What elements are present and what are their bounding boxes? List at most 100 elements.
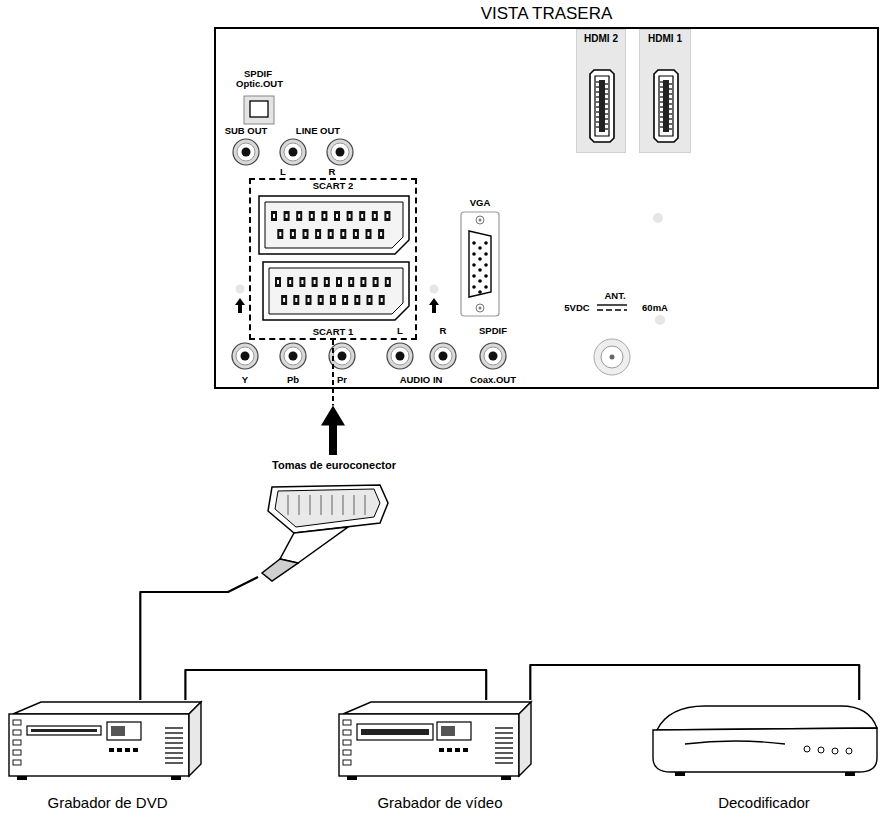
- scart-sockets-art-part: [330, 295, 336, 305]
- video-recorder-art-part: [361, 729, 429, 735]
- scart-sockets-art-part: [317, 232, 319, 236]
- scart-sockets-art-part: [312, 277, 318, 287]
- node-text: HDMI 1: [648, 33, 682, 45]
- scart-sockets-art-part: [296, 211, 302, 221]
- hdmi-port-art-part: [605, 98, 608, 99]
- scart-sockets-art-part: [381, 298, 383, 302]
- scart-sockets-art-part: [308, 298, 310, 302]
- scart-sockets-art-part: [362, 280, 364, 284]
- video-recorder-art-part: [519, 702, 531, 776]
- scart-sockets-art-part: [321, 211, 327, 221]
- hdmi-port-art-part: [599, 80, 605, 132]
- scart-sockets-art-part: [350, 280, 352, 284]
- dc-symbol-part: [597, 309, 627, 310]
- rca-jacks: [232, 139, 506, 369]
- hdmi-port-art-part: [590, 70, 614, 142]
- hdmi-port-art-part: [596, 96, 599, 97]
- hdmi-port-art-part: [669, 113, 672, 114]
- node-text: SCART 2: [313, 180, 354, 191]
- scart-sockets-art-part: [315, 229, 321, 239]
- video-recorder-art-part: [447, 748, 452, 752]
- video-recorder-art-part: [343, 720, 351, 725]
- hdmi-port-art-part: [669, 108, 672, 109]
- video-recorder-art-part: [495, 742, 513, 743]
- scart-sockets-art-part: [386, 214, 388, 218]
- vga-port-art-part: [472, 252, 476, 256]
- video-recorder-art-part: [437, 722, 471, 740]
- decoder-box-art-part: [657, 706, 877, 730]
- scart-plug-art-part: [309, 495, 310, 515]
- scart-sockets-art-part: [277, 280, 279, 284]
- scart-sockets-art-part: [332, 298, 334, 302]
- scart-sockets-art-part: [355, 232, 357, 236]
- scart-sockets-art-part: [375, 280, 377, 284]
- scart-plug-art-part: [298, 495, 299, 515]
- hdmi-port-art-part: [669, 128, 672, 129]
- port-label: LINE OUT: [296, 126, 340, 136]
- video-recorder-art-part: [343, 702, 531, 714]
- dvd-recorder-art-part: [165, 762, 183, 763]
- hdmi-port-art-part: [660, 111, 663, 112]
- decoder-box-art-part: [675, 772, 685, 776]
- scart-sockets-art-part: [366, 229, 372, 239]
- scart-sockets-art-part: [354, 295, 360, 305]
- video-recorder-art-part: [463, 748, 468, 752]
- port-label: L: [397, 326, 403, 336]
- cable-connector: [530, 665, 859, 700]
- video-recorder-art-part: [455, 748, 460, 752]
- video-recorder: Grabador de vídeo: [335, 700, 545, 812]
- scart-sockets-art-part: [273, 214, 275, 218]
- scart-sockets-art-part: [265, 202, 403, 248]
- scart-sockets-art-part: [347, 211, 353, 221]
- decoder-box-art-part: [846, 748, 852, 754]
- video-recorder-art-part: [495, 747, 513, 748]
- scart-sockets-art-part: [369, 298, 371, 302]
- scart-sockets-art-part: [301, 280, 303, 284]
- vga-port-art-part: [478, 268, 482, 272]
- dvd-recorder-art-part: [117, 748, 122, 752]
- antenna-socket-part: [610, 355, 615, 360]
- hdmi-port-art-part: [596, 111, 599, 112]
- scart-sockets-art-part: [385, 277, 391, 287]
- port-label: AUDIO IN: [400, 375, 443, 385]
- hdmi-port-art-part: [605, 103, 608, 104]
- hdmi-port-art-part: [669, 88, 672, 89]
- scart-sockets-art-part: [284, 211, 290, 221]
- rca-jacks-part: [233, 139, 259, 165]
- hdmi-port-art-part: [605, 83, 608, 84]
- dvd-recorder-art-part: [165, 757, 183, 758]
- scart-sockets-art-part: [259, 196, 409, 254]
- vga-port-art-part: [472, 285, 476, 289]
- video-recorder-art-part: [441, 726, 455, 736]
- scart-sockets: SCART 2 SCART 1: [249, 178, 417, 340]
- video-recorder-art-part: [343, 760, 351, 765]
- vga-port-art-part: [484, 252, 488, 256]
- scart-sockets-art-part: [344, 298, 346, 302]
- scart-sockets-art-part: [368, 232, 370, 236]
- node-text: Tomas de euroconector: [272, 459, 396, 472]
- scart-sockets-art-part: [324, 277, 330, 287]
- scart-sockets-art-part: [290, 229, 296, 239]
- decoder-box-art-part: [818, 747, 824, 753]
- scart-sockets-art-part: [305, 232, 307, 236]
- scart-sockets-art-part: [277, 229, 283, 239]
- vga-port-art-part: [479, 219, 482, 222]
- node-text: SCART 1: [313, 326, 354, 337]
- dvd-recorder-art-part: [107, 722, 141, 740]
- video-recorder-art-part: [495, 727, 513, 728]
- vga-port-art-part: [476, 216, 484, 224]
- node-text: VISTA TRASERA: [216, 4, 877, 24]
- scart-plug-art-part: [342, 495, 343, 515]
- scart-plug-art-part: [262, 559, 298, 581]
- dvd-recorder-art-part: [111, 726, 125, 736]
- rca-jacks-part: [232, 343, 258, 369]
- rca-jacks-part: [387, 343, 413, 369]
- rca-jacks-part: [327, 139, 353, 165]
- dvd-recorder-art-part: [189, 702, 201, 776]
- dvd-recorder-art-part: [13, 702, 201, 714]
- hdmi-port-art-part: [660, 81, 663, 82]
- rca-jacks-part: [430, 343, 456, 369]
- vga-port: VGA: [455, 195, 505, 320]
- status-dots-part: [653, 213, 663, 223]
